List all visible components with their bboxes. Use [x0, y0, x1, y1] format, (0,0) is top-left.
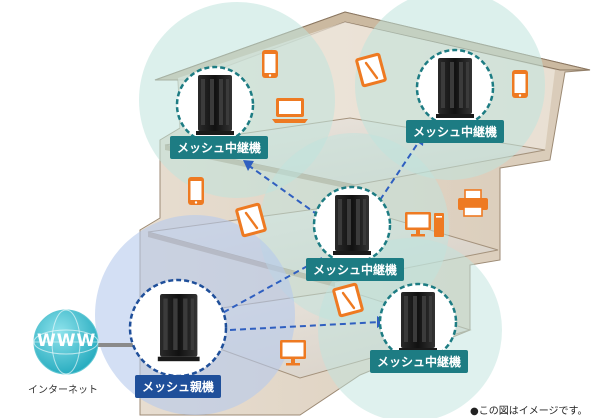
router-icon	[196, 75, 234, 135]
repeater-label-bottom-right: メッシュ中継機	[370, 350, 469, 373]
parent-router-label: メッシュ親機	[135, 375, 222, 398]
globe-icon	[33, 309, 99, 375]
repeater-label-top-right: メッシュ中継機	[406, 120, 505, 143]
repeater-label-center: メッシュ中継機	[306, 258, 405, 281]
internet-label: インターネット	[28, 385, 98, 396]
laptop-icon	[272, 98, 308, 123]
mesh-links	[205, 139, 421, 331]
repeater-label-top-left: メッシュ中継機	[170, 136, 269, 159]
image-disclaimer-note: ●この図はイメージです。	[470, 406, 588, 417]
router-repeater-center	[312, 185, 392, 265]
globe-text: WWW	[37, 331, 97, 351]
router-repeater-top-left	[175, 65, 255, 145]
router-repeater-top-right	[415, 48, 495, 128]
router-parent	[128, 278, 228, 378]
router-icon	[436, 58, 474, 118]
router-repeater-bottom-right	[378, 282, 458, 362]
smartphone-icon	[188, 177, 204, 205]
smartphone-icon	[512, 70, 528, 98]
router-icon	[399, 292, 437, 352]
router-icon	[157, 294, 200, 362]
smartphone-icon	[262, 50, 278, 78]
router-icon	[333, 195, 371, 255]
